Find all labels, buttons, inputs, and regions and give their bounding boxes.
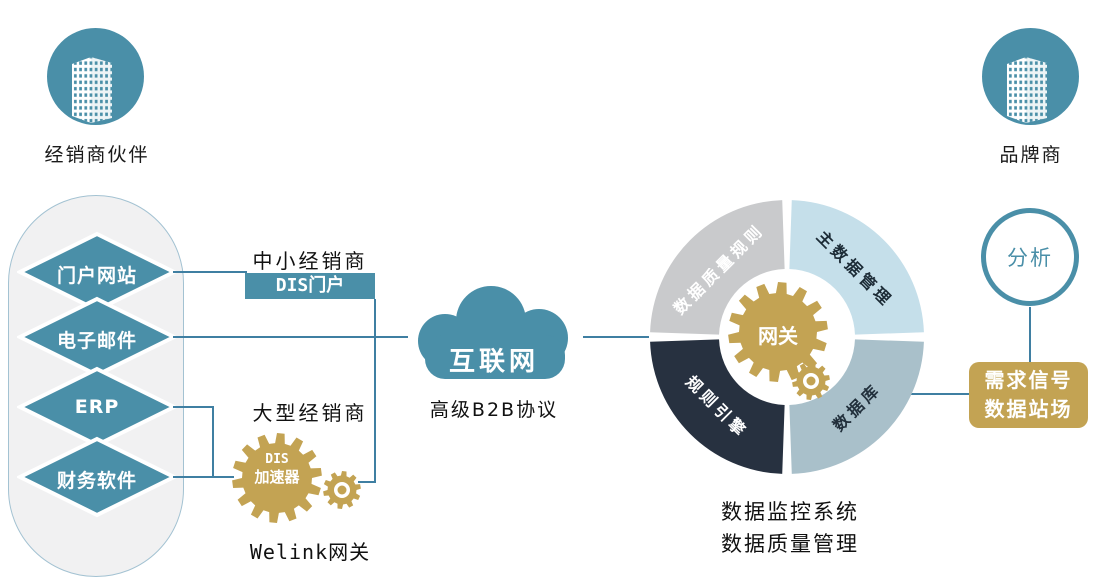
gateway-gear-icon [728,282,828,382]
welink-gateway-label: Welink网关 [249,540,371,564]
dis-portal-box: DIS门户 [245,273,375,299]
connector-erp-down [212,406,214,478]
b2b-protocol-label: 高级B2B协议 [429,399,559,421]
dis-accelerator-label: DIS 加速器 [232,452,322,487]
channel-label-email: 电子邮件 [56,330,137,352]
internet-cloud-icon [418,286,568,379]
gateway-label: 网关 [758,324,798,348]
connector-to-welink-gear [358,481,376,483]
building-icon [1007,57,1047,123]
welink-small-gear-icon [323,471,361,509]
dis-accelerator-line1: DIS [265,452,289,467]
connector-erp-stub [173,406,214,408]
large-dealer-title: 大型经销商 [252,401,368,425]
monitoring-donut-chart [650,200,924,474]
channel-label-portal: 门户网站 [56,265,137,287]
connector-cloud-to-donut [583,336,649,338]
monitor-caption-line2: 数据质量管理 [721,532,859,556]
connector-analysis-to-dsd [1029,307,1031,363]
demand-signal-line2: 数据站场 [984,397,1073,421]
connector-donut-to-dsd [908,393,970,395]
brand-icon-circle [982,28,1079,125]
connector-disportal-down [374,299,376,483]
demand-signal-line1: 需求信号 [984,368,1073,392]
dis-accelerator-line2: 加速器 [254,468,300,486]
connector-portal-to-disportal [173,271,247,273]
gateway-small-gear-icon [792,362,830,400]
internet-label: 互联网 [448,347,539,377]
monitor-caption: 数据监控系统 数据质量管理 [690,496,890,560]
demand-signal-text: 需求信号 数据站场 [985,366,1073,424]
sme-dealer-title: 中小经销商 [252,249,368,273]
connector-finance-to-gear [173,476,234,478]
dealer-partner-label: 经销商伙伴 [44,144,150,166]
channel-diamond-finance [17,436,177,518]
building-icon [72,57,112,123]
channel-label-erp: ERP [74,396,120,418]
demand-signal-box: 需求信号 数据站场 [969,362,1088,428]
brand-label: 品牌商 [999,144,1063,166]
channel-label-finance: 财务软件 [56,470,137,492]
monitor-caption-line1: 数据监控系统 [721,500,859,524]
analysis-circle: 分析 [981,208,1079,306]
dis-accelerator-gear-icon [232,433,322,523]
dealer-partner-icon-circle [47,28,144,125]
connector-email-to-cloud [173,336,408,338]
